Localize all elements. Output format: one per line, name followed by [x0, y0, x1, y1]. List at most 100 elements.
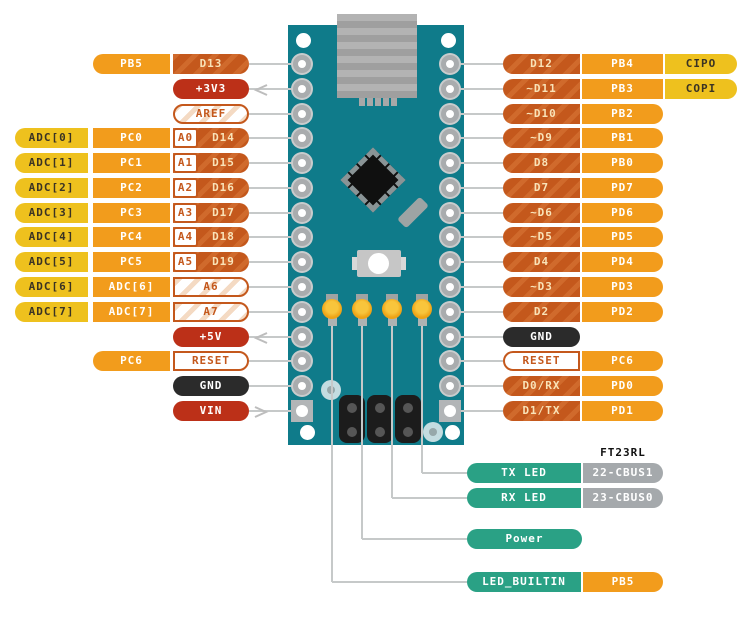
pin-label-a1: A1 [173, 153, 198, 173]
mounting-hole [295, 32, 311, 48]
pin-label-d10: ~D10 [503, 104, 580, 124]
pin-hole [439, 152, 461, 174]
pin-label-d18: D18 [212, 230, 235, 243]
wire [249, 311, 302, 313]
wire [249, 187, 302, 189]
pin-label-pc6: PC6 [582, 351, 663, 371]
led-cap [416, 294, 428, 303]
wire [450, 261, 503, 263]
wire [249, 113, 302, 115]
pin-label-d7: D7 [503, 178, 580, 198]
wire [450, 212, 503, 214]
wire [332, 581, 467, 583]
pin-label-adc-6: ADC[6] [93, 277, 170, 297]
pin-pad-square [439, 400, 461, 422]
arrow-right-icon [252, 404, 270, 423]
usb-leg [367, 98, 373, 106]
pin-label-pb3: PB3 [582, 79, 663, 99]
pin-label-d11: ~D11 [503, 79, 580, 99]
pin-label-adc-6: ADC[6] [15, 277, 88, 297]
pin-label-23-cbus0: 23-CBUS0 [583, 488, 663, 508]
wire [391, 309, 393, 498]
icsp-header [395, 395, 421, 443]
usb-connector [337, 14, 417, 98]
pin-hole [439, 202, 461, 224]
pin-label-d6: ~D6 [503, 203, 580, 223]
pin-label-pb5: PB5 [93, 54, 170, 74]
pin-label-adc-1: ADC[1] [15, 153, 88, 173]
wire [392, 497, 467, 499]
pin-label-22-cbus1: 22-CBUS1 [583, 463, 663, 483]
pin-label-cipo: CIPO [665, 54, 737, 74]
mounting-hole [299, 424, 315, 440]
pin-hole [291, 276, 313, 298]
led-stem [357, 315, 367, 326]
wire [450, 360, 503, 362]
usb-leg [383, 98, 389, 106]
pin-label-d19: D19 [212, 255, 235, 268]
pin-label-pd2: PD2 [582, 302, 663, 322]
wire [249, 236, 302, 238]
pin-label-a7: A7 [173, 302, 249, 322]
pin-label-pc0: PC0 [93, 128, 170, 148]
pin-label-pb2: PB2 [582, 104, 663, 124]
led [322, 299, 342, 319]
wire [450, 63, 503, 65]
pin-label-d17: D17 [212, 206, 235, 219]
pin-label-pb4: PB4 [582, 54, 663, 74]
wire [362, 538, 467, 540]
pin-hole [439, 276, 461, 298]
pin-label-reset: RESET [503, 351, 580, 371]
wire [249, 360, 302, 362]
wire [422, 472, 467, 474]
pin-label-pd0: PD0 [582, 376, 663, 396]
pin-label-a0: A0 [173, 128, 198, 148]
pin-label-adc-5: ADC[5] [15, 252, 88, 272]
pin-hole [291, 53, 313, 75]
pin-label-pd1: PD1 [582, 401, 663, 421]
pin-label-adc-2: ADC[2] [15, 178, 88, 198]
wire [450, 336, 503, 338]
pin-hole [291, 78, 313, 100]
pin-hole [439, 326, 461, 348]
wire [450, 385, 503, 387]
pin-label-pb0: PB0 [582, 153, 663, 173]
led-cap [356, 294, 368, 303]
pin-label-adc-4: ADC[4] [15, 227, 88, 247]
pin-hole [439, 53, 461, 75]
pin-label-a5: A5 [173, 252, 198, 272]
pin-hole [291, 202, 313, 224]
pin-label-pd5: PD5 [582, 227, 663, 247]
pin-label-vin: VIN [173, 401, 249, 421]
pin-label-a2: A2 [173, 178, 198, 198]
pin-label-tx-led: TX LED [467, 463, 581, 483]
pin-hole [291, 326, 313, 348]
led-cap [386, 294, 398, 303]
pin-hole [291, 350, 313, 372]
pin-hole [439, 350, 461, 372]
wire [450, 286, 503, 288]
pin-label-d4: D4 [503, 252, 580, 272]
led-stem [417, 315, 427, 326]
reset-button [352, 250, 406, 277]
usb-chip-label: FT23RL [600, 446, 646, 459]
pin-label-pc1: PC1 [93, 153, 170, 173]
pin-label-d1-tx: D1/TX [503, 401, 580, 421]
pin-label-pc6: PC6 [93, 351, 170, 371]
pin-label-pc3: PC3 [93, 203, 170, 223]
pin-label-pb1: PB1 [582, 128, 663, 148]
pin-hole [291, 152, 313, 174]
wire [249, 336, 302, 338]
wire [249, 212, 302, 214]
wire [331, 309, 333, 582]
wire [450, 311, 503, 313]
reset-button-tab [401, 257, 406, 270]
icsp-header [367, 395, 393, 443]
pin-hole [291, 226, 313, 248]
pin-label-5v: +5V [173, 327, 249, 347]
via [423, 422, 443, 442]
pin-label-d8: D8 [503, 153, 580, 173]
